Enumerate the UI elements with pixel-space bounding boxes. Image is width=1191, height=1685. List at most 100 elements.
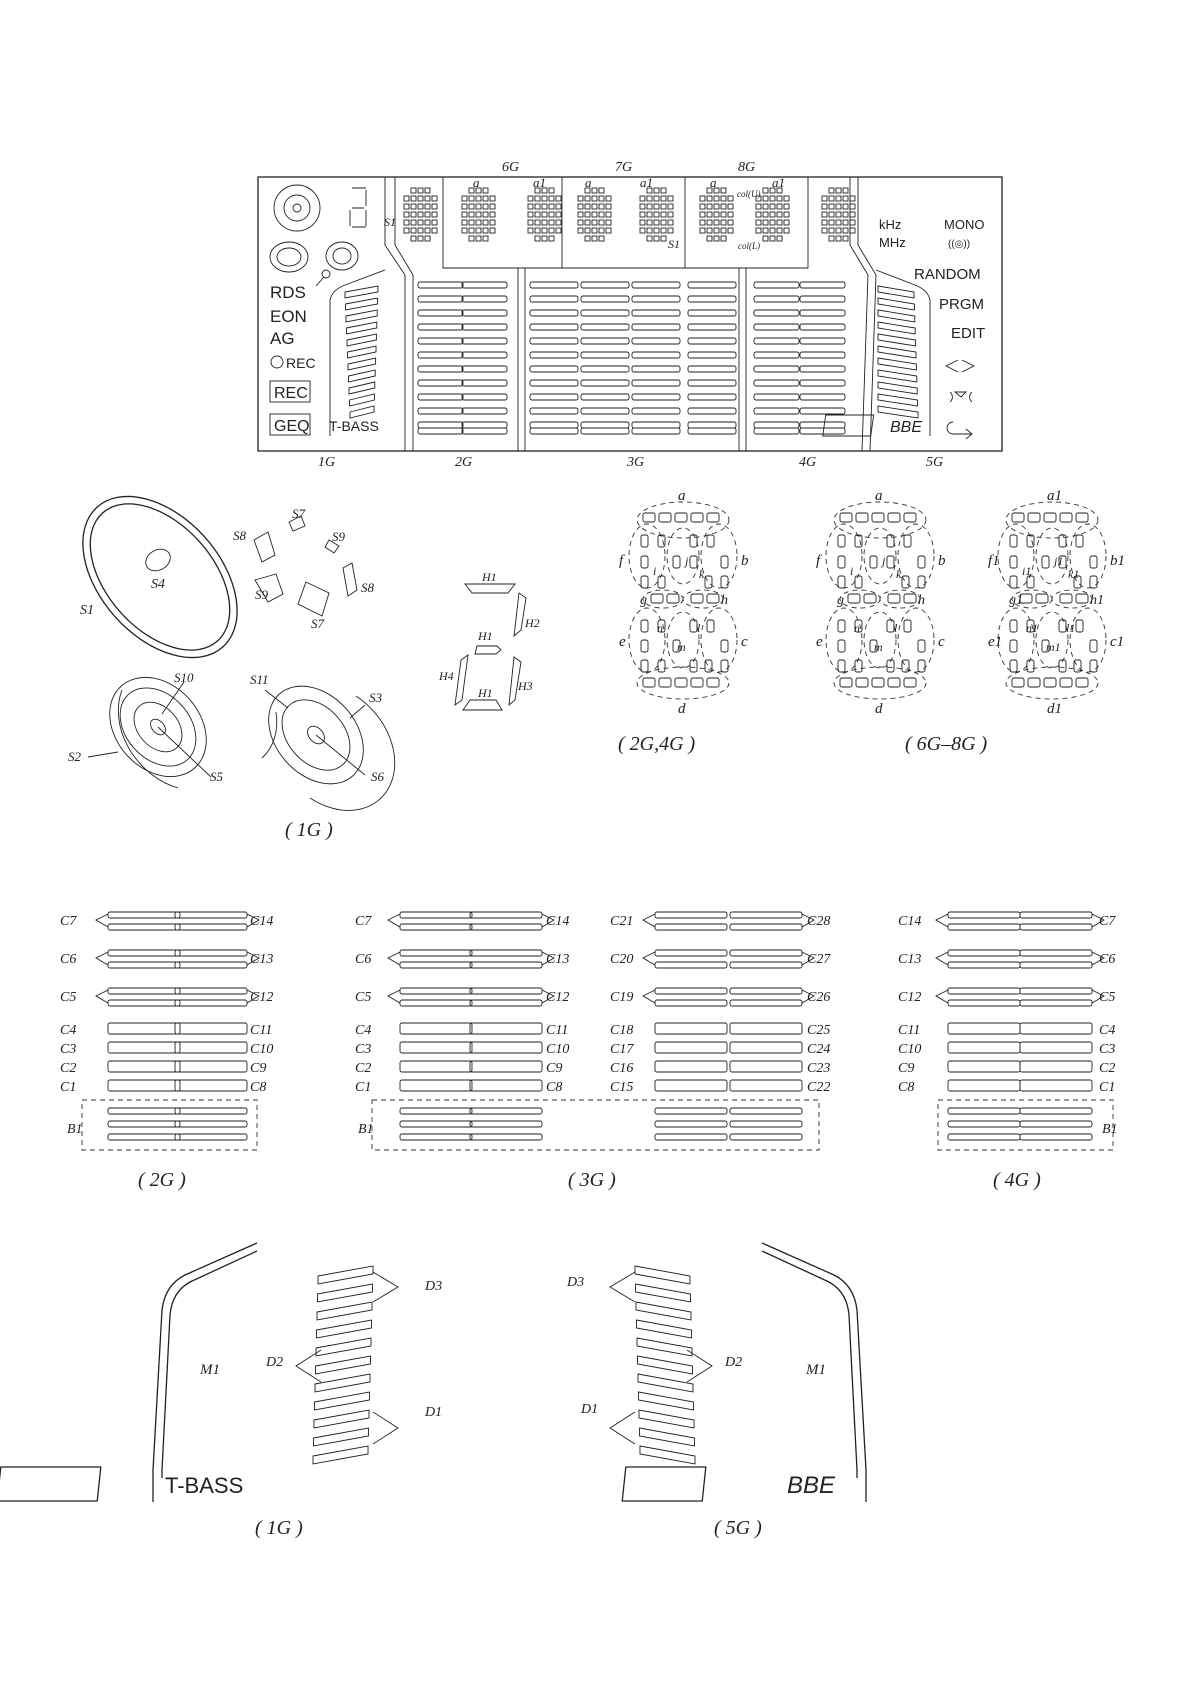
lcd-bar-segment [753,295,800,303]
matrix-dot [828,203,835,210]
seg-dot [854,659,863,673]
b1-segment [654,1120,728,1128]
matrix-dot [591,203,598,210]
matrix-dot [849,203,856,210]
bar-label-C4: C4 [60,1023,76,1038]
seg-dot [1059,512,1073,523]
lcd-bar-segment [631,281,681,289]
seg-dot [839,677,853,688]
matrix-dot [653,219,660,226]
matrix-dot [548,195,555,202]
seg-label-a: a [585,175,592,190]
seg-dot [689,619,698,633]
seg-label-i1: i1 [1022,564,1031,578]
caption-side-1g: ( 1G ) [255,1517,303,1539]
bar-bracket [1091,913,1105,928]
bar-segment [947,961,1021,969]
bar-segment [107,961,181,969]
bar-segment [1019,1041,1093,1054]
matrix-dot [828,211,835,218]
seg-dot [901,659,910,673]
lcd-bar-segment [417,337,464,345]
bar-segment [107,1041,181,1054]
matrix-dot [424,211,431,218]
bar-label-C10: C10 [898,1042,921,1057]
bar-label-C6: C6 [355,952,371,967]
seg-dot [1009,659,1018,673]
bar-segment [174,961,248,969]
matrix-dot [410,219,417,226]
bar-bracket [935,951,949,966]
bar-segment [399,923,473,931]
bar-segment [654,949,728,957]
matrix-dot [842,211,849,218]
lcd-bar-segment [461,281,508,289]
bbe-box [822,414,875,437]
lcd-bar-segment [687,427,737,435]
b1-segment [399,1120,473,1128]
lcd-bar-segment [631,407,681,415]
bar-segment [107,987,181,995]
fan-segment [637,1373,694,1393]
matrix-dot [835,211,842,218]
bar-segment [654,1041,728,1054]
label-s1: S1 [80,603,94,618]
seg-dot [720,639,729,653]
seg-dot [903,512,917,523]
label-1g: 1G [318,455,335,470]
matrix-dot [835,187,842,194]
matrix-dot [591,187,598,194]
b1-segment [399,1107,473,1115]
matrix-dot [776,235,783,242]
matrix-dot [598,235,605,242]
seg-label-n1: n1 [1026,621,1038,635]
matrix-dot [762,235,769,242]
seg-dot [650,593,664,604]
matrix-dot [475,211,482,218]
matrix-dot [713,187,720,194]
seg-dot [706,619,715,633]
fan-segment [314,1373,371,1393]
bar-label-C3: C3 [355,1042,371,1057]
matrix-dot [482,227,489,234]
seg-dot [837,619,846,633]
matrix-dot [720,187,727,194]
seg-dot [886,619,895,633]
seg-dot [706,512,720,523]
matrix-dot [646,219,653,226]
bar-bracket [387,989,401,1004]
seg-dot [689,555,698,569]
seg-dot [887,677,901,688]
seg-dot [903,619,912,633]
lcd-bar-segment [631,295,681,303]
seg-dot [869,639,878,653]
seg-label-g: g [837,593,844,608]
seg-label-b: b [741,553,749,569]
matrix-dot [776,195,783,202]
seg-label-b1: b1 [1110,553,1125,569]
indicator-edit: EDIT [951,325,985,342]
matrix-dot [605,195,612,202]
matrix-dot [769,187,776,194]
seg-label-f: f [816,553,822,569]
seg-dot [887,593,901,604]
lcd-bar-segment [753,421,800,429]
lcd-bar-segment [417,295,464,303]
seg-dot [640,619,649,633]
lcd-bar-segment [753,379,800,387]
lcd-bar-segment [417,323,464,331]
fan-left-segment [349,405,375,419]
matrix-dot [527,195,534,202]
seg-label-l: l [894,621,898,635]
seg-dot [837,575,846,589]
seg-dot [1075,534,1084,548]
bar-label-C5: C5 [355,990,371,1005]
bar-label-C8: C8 [250,1080,266,1095]
seg-label-c: c [741,634,748,650]
bar-bracket [1091,951,1105,966]
seg-dot [1027,677,1041,688]
dashed-top [1005,501,1099,539]
matrix-dot [534,203,541,210]
